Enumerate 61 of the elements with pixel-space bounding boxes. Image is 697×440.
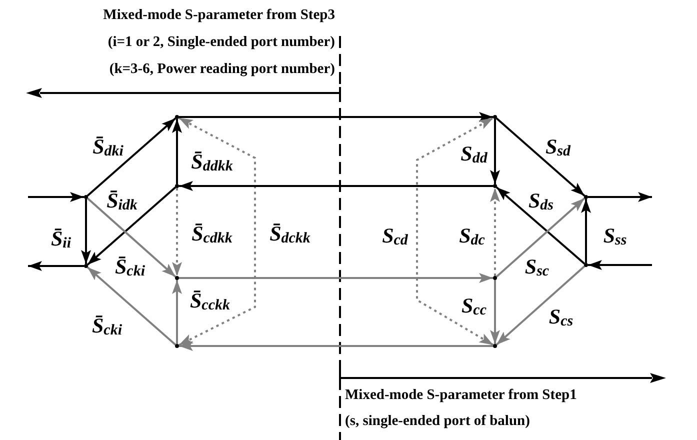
note-text: Mixed-mode S-parameter from Step1 <box>345 388 577 402</box>
arrow <box>172 188 182 276</box>
arrow <box>179 112 493 122</box>
edge-label: S$_{dc}$ <box>459 226 485 248</box>
edge-label: S$_{cd}$ <box>382 226 408 248</box>
junction-dot <box>584 263 588 267</box>
arrow <box>81 199 91 264</box>
junction-dot <box>84 264 88 268</box>
arrow <box>86 266 176 346</box>
junction-dot <box>493 184 497 188</box>
edge-label: S$_{sc}$ <box>524 256 550 280</box>
arrow <box>416 117 494 346</box>
edge-label: S̄$_{cckk}$ <box>190 290 230 314</box>
junction-dot <box>175 115 179 119</box>
arrow <box>179 181 493 191</box>
junction-dot <box>584 195 588 199</box>
junction-dot <box>493 276 497 280</box>
arrow <box>86 118 176 196</box>
edge-label: S$_{dd}$ <box>460 144 488 166</box>
edge-label: S̄$_{ii}$ <box>50 228 72 252</box>
arrow <box>86 198 176 278</box>
edge-label: S̄$_{ddkk}$ <box>191 152 233 174</box>
note-text: (s, single-ended port of balun) <box>345 414 530 428</box>
arrow <box>588 260 652 270</box>
edge-label: S$_{ss}$ <box>603 226 627 248</box>
junction-dot <box>175 276 179 280</box>
edge-label: S$_{cs}$ <box>548 306 574 330</box>
edge-label: S$_{ds}$ <box>528 190 554 214</box>
arrow <box>490 188 500 276</box>
junction-dot <box>84 195 88 199</box>
arrow <box>172 280 182 344</box>
edge-label: S$_{sd}$ <box>545 136 571 160</box>
note-text: (k=3-6, Power reading port number) <box>109 62 335 76</box>
arrow <box>28 192 84 202</box>
junction-dot <box>493 344 497 348</box>
arrow <box>490 119 500 184</box>
junction-dot <box>493 115 497 119</box>
edge-label: S̄$_{idk}$ <box>106 190 138 214</box>
arrow <box>28 261 84 271</box>
edge-label: S̄$_{cki}$ <box>92 316 122 338</box>
arrow <box>86 186 176 266</box>
note-text: (i=1 or 2, Single-ended port number) <box>108 35 335 50</box>
edge-label: S̄$_{cki}$ <box>115 256 145 280</box>
arrow <box>179 341 493 351</box>
edge-label: S̄$_{cdkk}$ <box>192 224 232 246</box>
arrow <box>588 192 652 202</box>
arrow <box>581 199 591 263</box>
edge-label: S̄$_{dckk}$ <box>270 224 310 246</box>
arrow <box>178 117 256 346</box>
arrow <box>496 198 586 278</box>
junction-dot <box>175 184 179 188</box>
arrow <box>496 266 586 346</box>
note-text: Mixed-mode S-parameter from Step3 <box>103 8 335 22</box>
edge-label: S̄$_{dki}$ <box>92 136 124 160</box>
edge-label: S$_{cc}$ <box>462 296 486 318</box>
arrow <box>172 119 182 184</box>
arrow <box>496 186 586 264</box>
arrow <box>490 280 500 344</box>
arrow <box>496 118 586 196</box>
junction-dot <box>175 344 179 348</box>
arrow <box>179 273 493 283</box>
